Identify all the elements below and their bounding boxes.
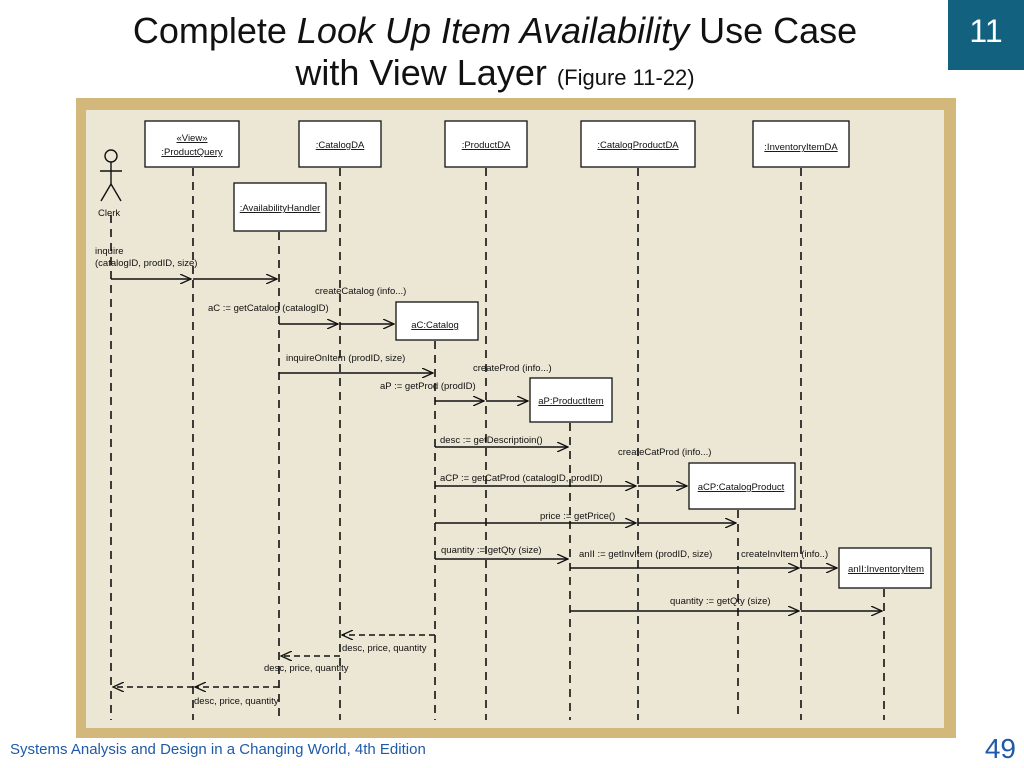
message-arrows [111,279,882,611]
stereotype-label-view: «View» [177,133,208,144]
return-arrows [113,635,435,687]
msg-label-inquire-on-item: inquireOnItem (prodID, size) [286,353,405,364]
msg-label-return-2: desc, price, quantity [264,663,349,674]
object-box-inventory-item [838,547,932,589]
object-labels: «View» :ProductQuery :CatalogDA :Product… [161,133,924,575]
title-line-1: Complete Look Up Item Availability Use C… [60,10,930,52]
msg-label-create-cat-prod: createCatProd (info...) [618,447,711,458]
msg-label-get-prod: aP := getProd (prodID) [380,381,476,392]
title-line-2: with View Layer (Figure 11-22) [60,52,930,94]
msg-label-get-price: price := getPrice() [540,511,615,522]
title-text-pre: Complete [132,10,297,51]
lifelines [110,168,885,720]
msg-label-return-1: desc, price, quantity [342,643,427,654]
object-label-catalog-da: :CatalogDA [316,140,365,151]
object-label-availability-handler: :AvailabilityHandler [240,203,321,214]
msg-label-get-catalog: aC := getCatalog (catalogID) [208,303,329,314]
actor-label-clerk: Clerk [98,208,120,219]
msg-label-get-cat-prod: aCP := getCatProd (catalogID, prodID) [440,473,603,484]
object-box-product-item [529,377,613,423]
chapter-number-badge: 11 [948,0,1024,70]
msg-label-return-3: desc, price, quantity [194,696,279,707]
footer-book-title: Systems Analysis and Design in a Changin… [10,741,426,758]
page-number: 49 [984,733,1016,764]
object-label-product-da: :ProductDA [462,140,511,151]
object-label-inventory-item-da: :InventoryItemDA [764,142,838,153]
msg-label-create-prod: createProd (info...) [473,363,552,374]
msg-label-get-qty-2: quantity := getQty (size) [670,596,771,607]
object-box-catalog-da [298,120,382,168]
object-box-availability-handler [233,182,327,232]
object-label-catalog-product: aCP:CatalogProduct [698,482,785,493]
msg-label-get-inv-item: anII := getInvItem (prodID, size) [579,549,712,560]
object-box-catalog-product-da [580,120,696,168]
title-text-italic: Look Up Item Availability [296,10,690,51]
object-label-catalog: aC:Catalog [411,320,459,331]
object-box-product-query [144,120,240,168]
figure-reference: (Figure 11-22) [556,65,695,91]
object-box-catalog [395,301,479,341]
clerk-actor-icon [100,149,122,202]
slide-title: Complete Look Up Item Availability Use C… [60,10,930,95]
message-labels: inquire (catalogID, prodID, size) create… [95,246,828,707]
title-text-post: Use Case [689,10,858,51]
object-label-inventory-item: anII:InventoryItem [848,564,924,575]
msg-label-create-inv-item: createInvItem (info..) [741,549,828,560]
msg-label-create-catalog: createCatalog (info...) [315,286,406,297]
object-boxes [144,120,932,589]
title-text-line2: with View Layer [295,52,547,94]
object-box-product-da [444,120,528,168]
object-label-product-query: :ProductQuery [161,147,222,158]
object-label-product-item: aP:ProductItem [538,396,604,407]
msg-label-inquire-2: (catalogID, prodID, size) [95,258,197,269]
sequence-diagram: Clerk «View» :ProductQuery :CatalogDA :P… [95,120,932,720]
msg-label-get-description: desc := getDescriptioin() [440,435,543,446]
object-box-catalog-product [688,462,796,510]
msg-label-get-qty-1: quantity := getQty (size) [441,545,542,556]
msg-label-inquire-1: inquire [95,246,124,257]
object-box-inventory-item-da [752,120,850,168]
object-label-catalog-product-da: :CatalogProductDA [597,140,679,151]
